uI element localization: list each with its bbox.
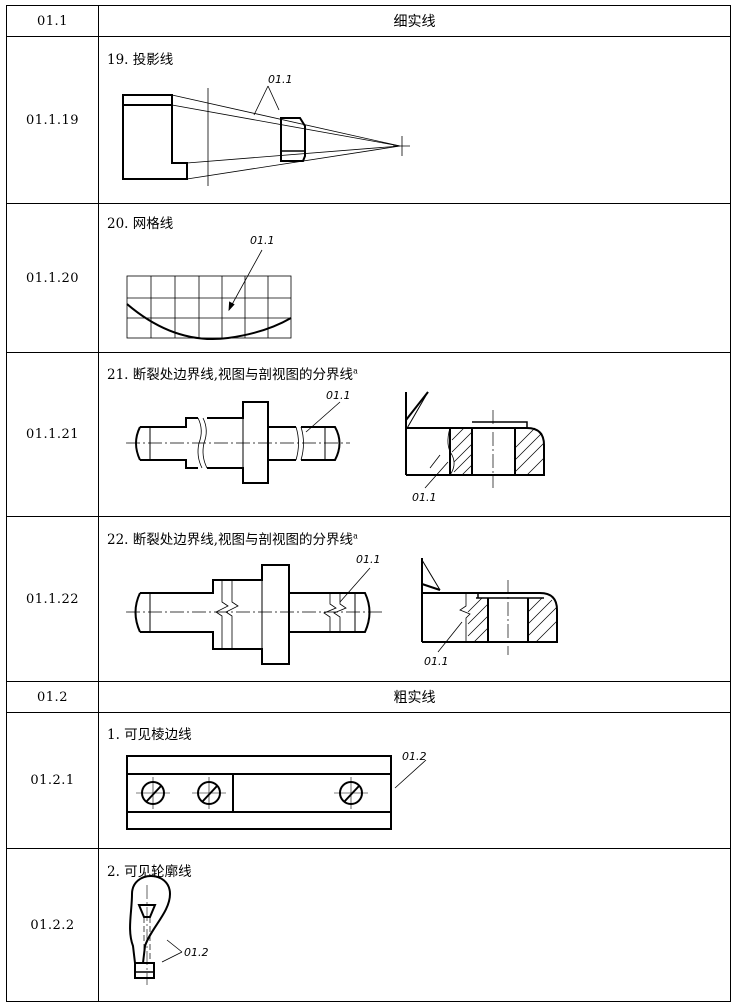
callout-label: 01.2	[184, 946, 209, 959]
callout-label: 01.1	[412, 491, 437, 504]
figure-grid-lines: 01.1	[126, 234, 292, 340]
row-label: 22. 断裂处边界线,视图与剖视图的分界线a	[107, 531, 358, 549]
row-label: 20. 网格线	[107, 216, 174, 232]
row-code: 01.1.20	[25, 270, 80, 286]
callout-label: 01.1	[326, 389, 351, 402]
note-mark: a	[353, 366, 358, 376]
figure-visible-edges: 01.2	[126, 750, 427, 830]
section-header: 细实线	[393, 14, 436, 30]
note-mark: a	[353, 531, 358, 541]
callout-label: 01.1	[250, 234, 275, 247]
figure-break-boundary: 01.1	[126, 389, 545, 504]
callout-label: 01.2	[402, 750, 427, 763]
row-code: 01.1	[37, 13, 68, 29]
figure-projection-lines: 01.1	[122, 73, 410, 186]
figure-visible-outline: 01.2	[129, 875, 209, 985]
row-code: 01.2	[37, 689, 68, 705]
figure-zigzag-break: 01.1	[126, 553, 558, 668]
row-label: 19. 投影线	[107, 52, 174, 68]
row-code: 01.1.21	[25, 427, 80, 442]
row-code: 01.1.22	[25, 591, 80, 607]
section-header: 粗实线	[393, 690, 436, 706]
row-code: 01.2.1	[30, 773, 75, 788]
callout-label: 01.1	[268, 73, 293, 86]
callout-label: 01.1	[356, 553, 381, 566]
row-label: 2. 可见轮廓线	[107, 864, 192, 880]
row-label: 21. 断裂处边界线,视图与剖视图的分界线a	[107, 366, 358, 384]
row-code: 01.2.2	[30, 917, 75, 933]
row-code: 01.1.19	[25, 112, 80, 128]
row-label: 1. 可见棱边线	[107, 727, 192, 743]
callout-label: 01.1	[424, 655, 449, 668]
